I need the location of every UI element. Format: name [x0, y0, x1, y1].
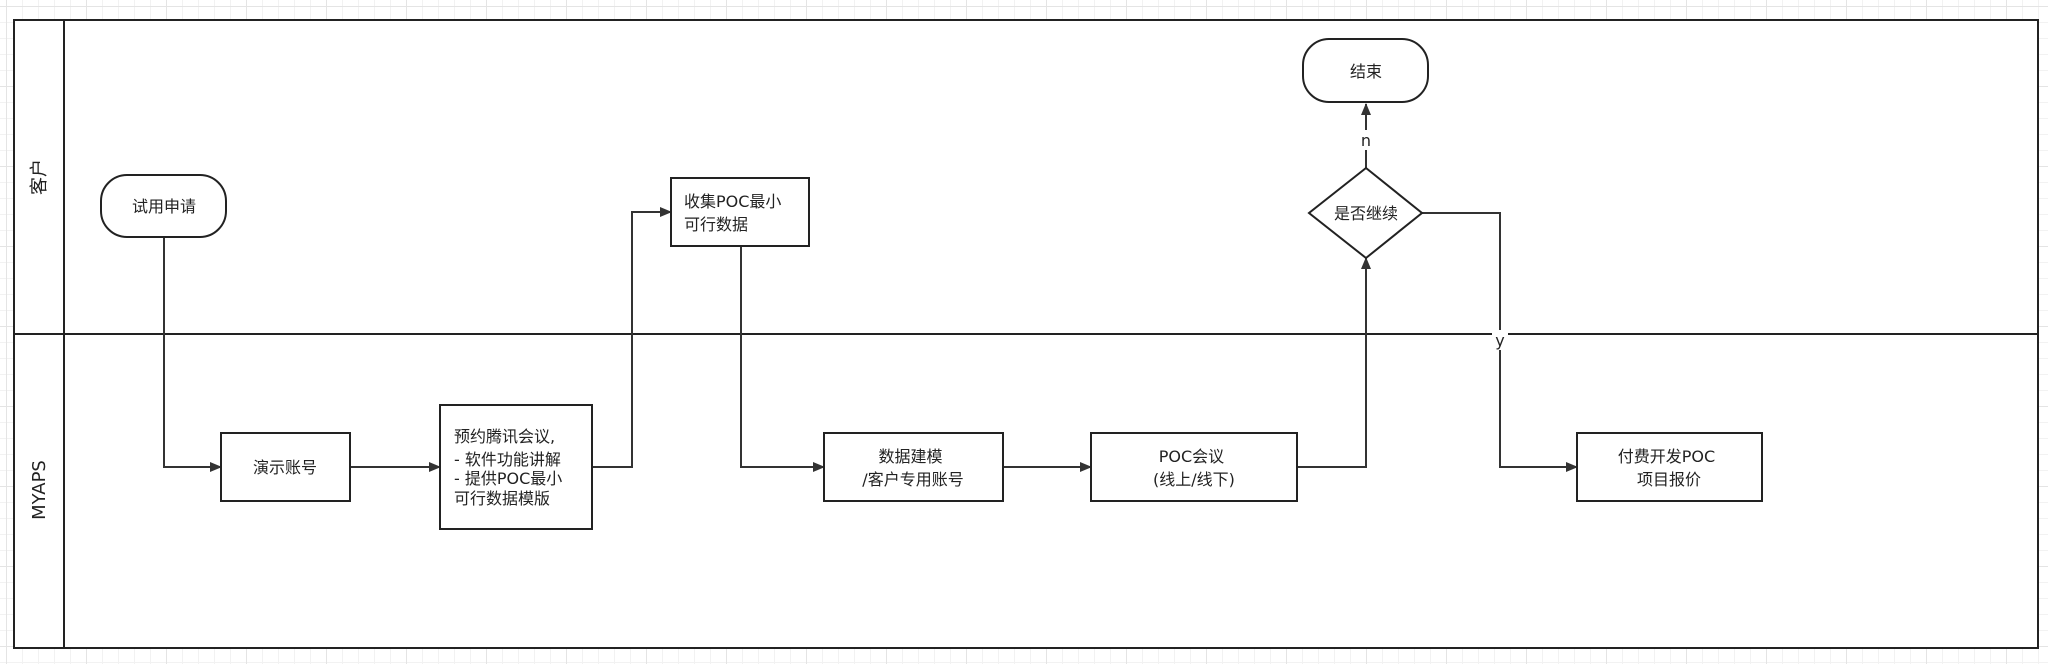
- svg-text:数据建模 /客户专用账号: 数据建模 /客户专用账号: [862, 447, 963, 489]
- node-collect-poc-line-1: 收集POC最小: [684, 192, 781, 211]
- node-data-modeling[interactable]: 数据建模 /客户专用账号: [823, 432, 1004, 502]
- edge-trial-to-demo: [163, 237, 222, 472]
- node-data-modeling-line-2: /客户专用账号: [862, 470, 963, 489]
- node-book-meeting-line-3: - 提供POC最小: [454, 469, 562, 488]
- node-decision-label: 是否继续: [1334, 204, 1398, 223]
- edge-collect-to-modeling: [740, 246, 825, 472]
- node-collect-poc-line-2: 可行数据: [684, 215, 748, 234]
- edge-label-no-text: n: [1361, 131, 1371, 150]
- node-end-label: 结束: [1350, 62, 1382, 81]
- lane-label-customer: 客户: [29, 159, 50, 195]
- node-end[interactable]: 结束: [1302, 38, 1429, 103]
- svg-text:收集POC最小 可行数据: 收集POC最小 可行数据: [684, 192, 787, 234]
- svg-text:POC会议 (线上/线下): POC会议 (线上/线下): [1153, 447, 1235, 489]
- node-book-meeting-line-4: 可行数据模版: [454, 489, 550, 508]
- svg-text:付费开发POC 项目报价: 付费开发POC 项目报价: [1618, 447, 1721, 489]
- node-trial-apply[interactable]: 试用申请: [100, 174, 227, 238]
- svg-text:预约腾讯会议, - 软件功能讲解: 预约腾讯会议, - 软件功能讲解 - 提供POC最小 可行数据模版: [454, 427, 567, 508]
- node-paid-poc[interactable]: 付费开发POC 项目报价: [1576, 432, 1763, 502]
- lane-label-myaps: MYAPS: [29, 460, 50, 520]
- node-paid-poc-line-2: 项目报价: [1637, 470, 1701, 489]
- edge-label-no: n: [1358, 130, 1374, 150]
- node-data-modeling-line-1: 数据建模: [878, 447, 942, 466]
- node-demo-account-label: 演示账号: [253, 458, 317, 477]
- node-poc-meeting-line-2: (线上/线下): [1153, 470, 1235, 489]
- node-book-meeting-line-2: - 软件功能讲解: [454, 450, 561, 469]
- edge-poc-to-decision: [1297, 257, 1371, 468]
- edge-meeting-to-collect: [592, 207, 672, 468]
- edge-label-yes-text: y: [1495, 331, 1504, 350]
- node-decision[interactable]: 是否继续: [1307, 166, 1424, 260]
- swimlane-frame: 客户 MYAPS: [13, 19, 2039, 649]
- node-book-meeting-line-1: 预约腾讯会议,: [454, 427, 555, 446]
- node-trial-apply-label: 试用申请: [132, 197, 196, 216]
- node-paid-poc-line-1: 付费开发POC: [1618, 447, 1715, 466]
- edge-label-yes: y: [1492, 330, 1508, 350]
- node-collect-poc[interactable]: 收集POC最小 可行数据: [670, 177, 810, 247]
- node-poc-meeting-line-1: POC会议: [1159, 447, 1224, 466]
- node-poc-meeting[interactable]: POC会议 (线上/线下): [1090, 432, 1298, 502]
- node-demo-account[interactable]: 演示账号: [220, 432, 351, 502]
- node-book-meeting[interactable]: 预约腾讯会议, - 软件功能讲解 - 提供POC最小 可行数据模版: [439, 404, 593, 530]
